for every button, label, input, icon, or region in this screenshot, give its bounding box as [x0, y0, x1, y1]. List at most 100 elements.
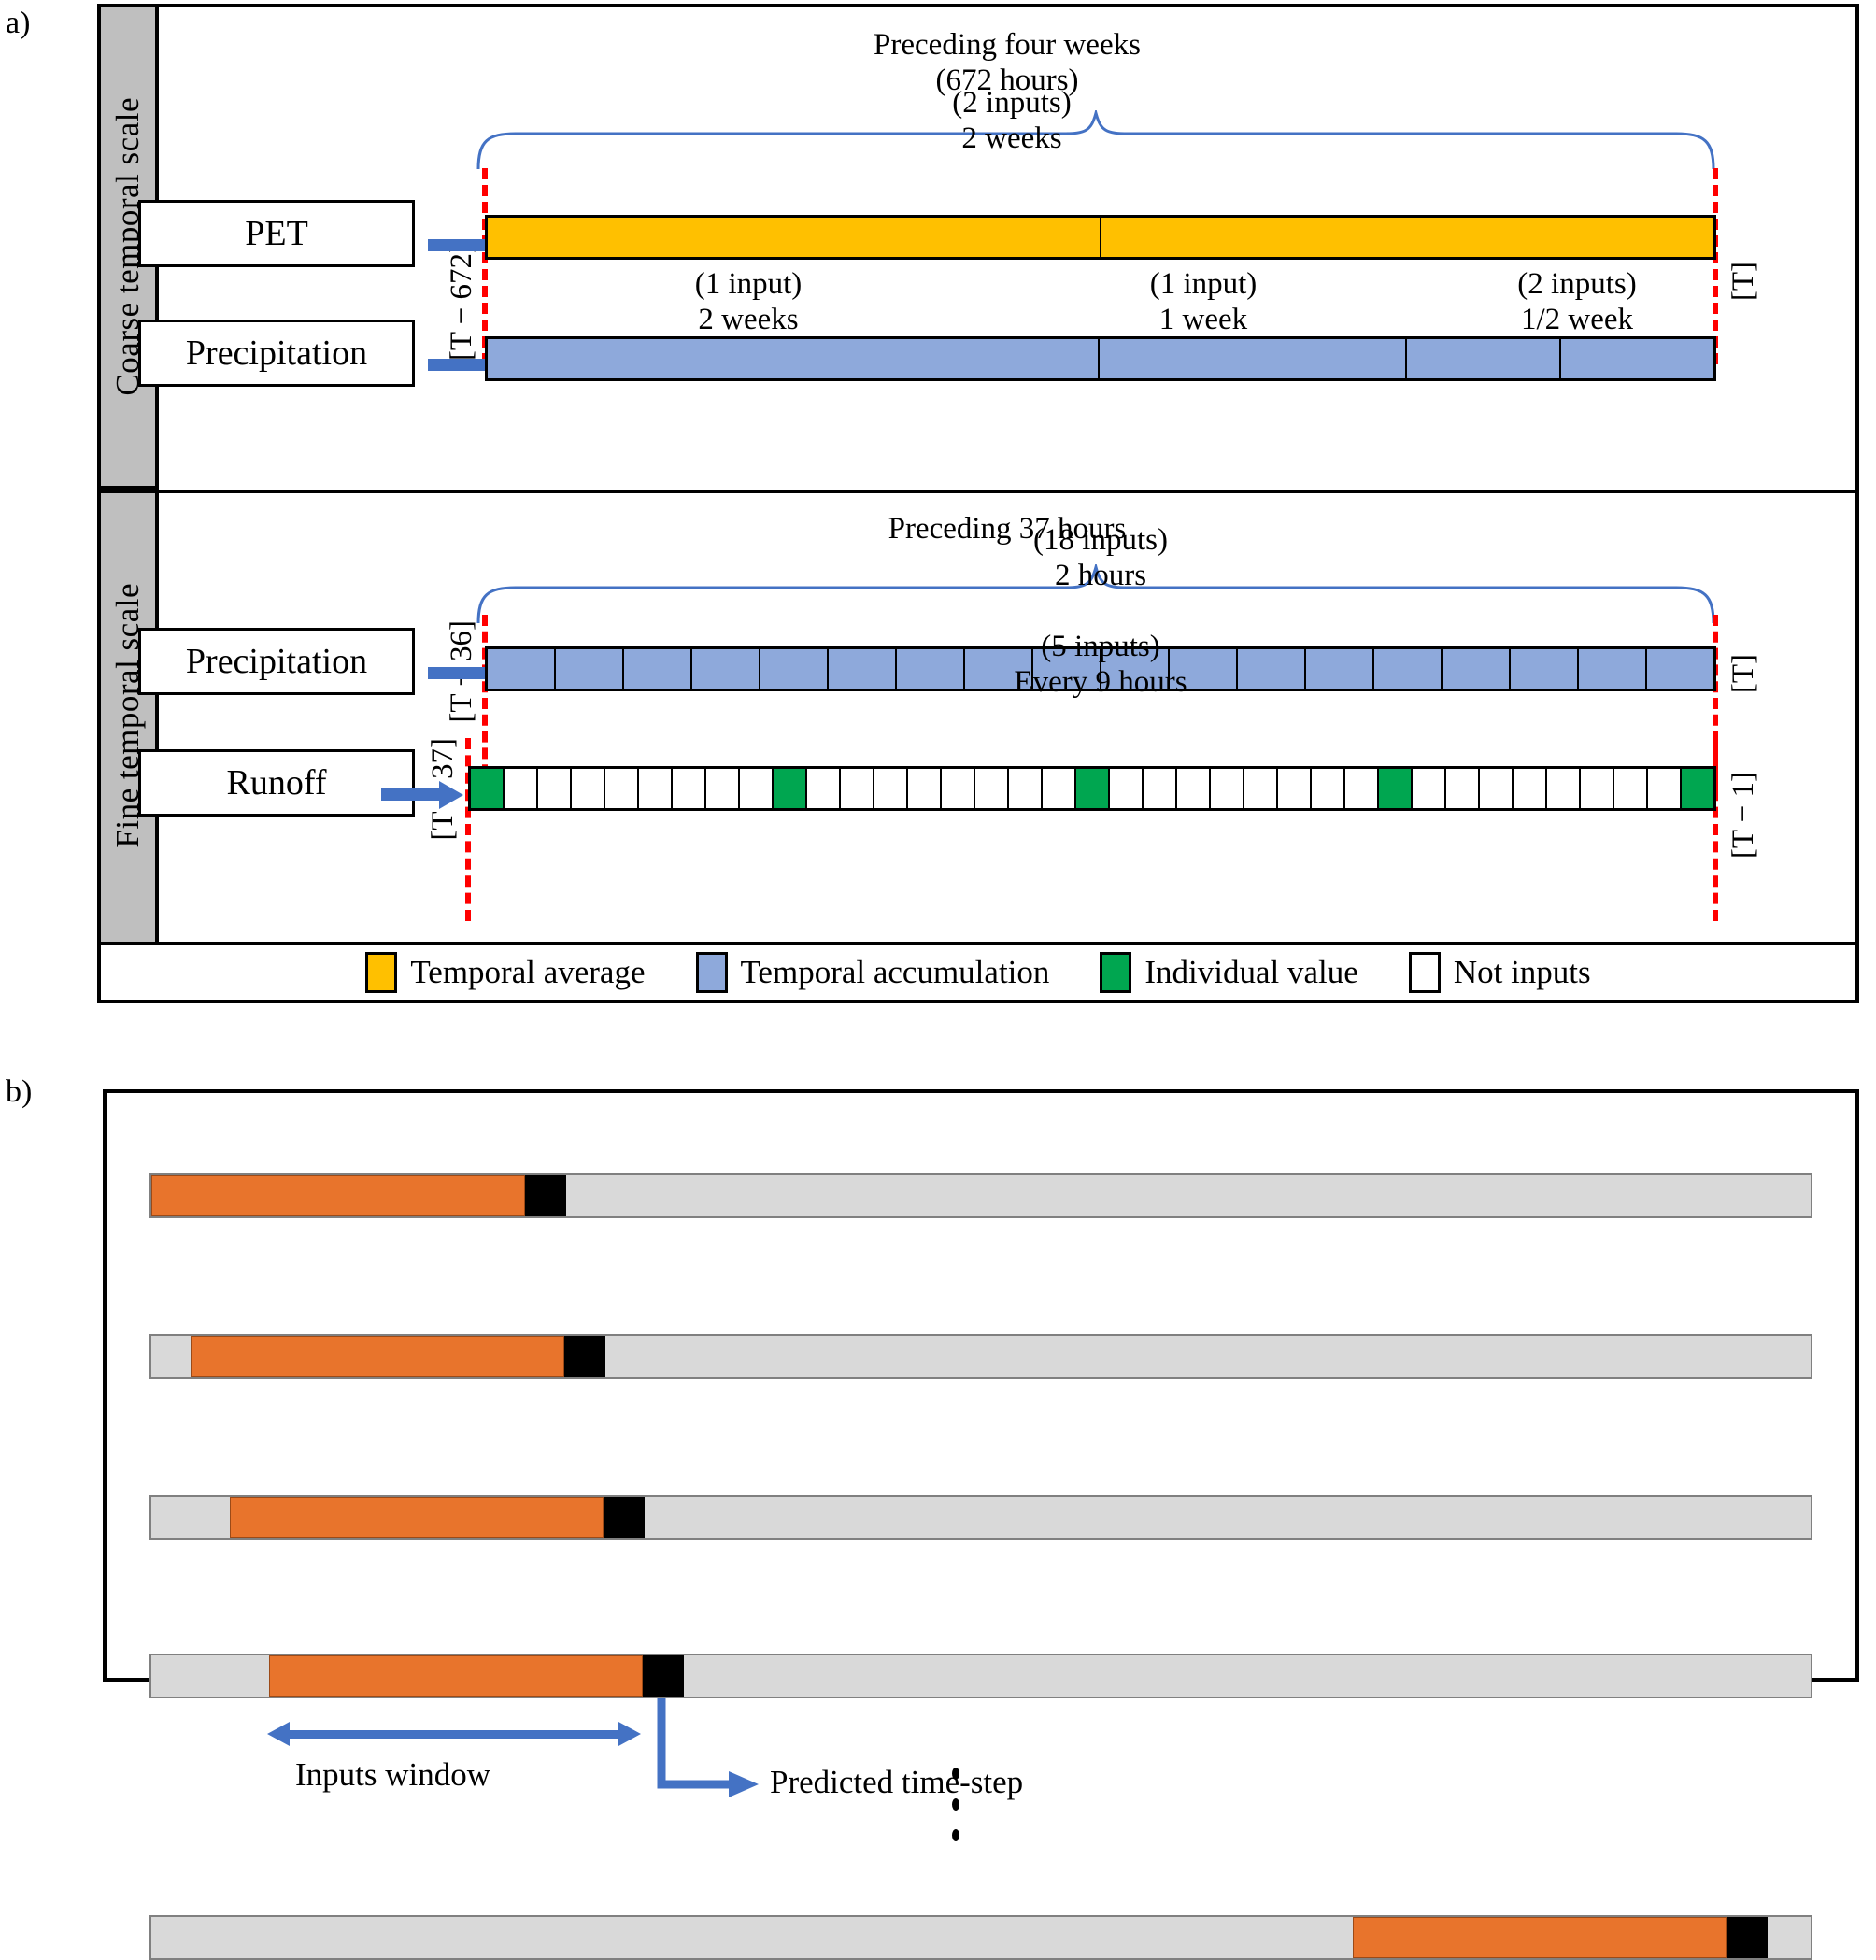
runoff-cell-input [471, 769, 505, 808]
precipitation-fine-cell [829, 649, 897, 689]
precip-coarse-segment [488, 339, 1100, 378]
runoff-cell-empty [1278, 769, 1312, 808]
individual-value-swatch [1100, 952, 1132, 993]
pet-annotation-inputs: (2 inputs) [952, 86, 1072, 120]
coarse-window-brace [476, 110, 1715, 170]
fine-temporal-scale-strip: Fine temporal scale [101, 490, 159, 945]
precipitation-coarse-bar [485, 336, 1716, 381]
variable-box-runoff-label: Runoff [226, 763, 327, 802]
inputs-window-label: Inputs window [295, 1756, 491, 1793]
precipitation-fine-cell [1306, 649, 1374, 689]
runoff-cell-empty [1345, 769, 1379, 808]
runoff-cell-empty [1244, 769, 1278, 808]
timeline-track [149, 1173, 1812, 1218]
fine-precip-right-tick-label: [T] [1727, 654, 1760, 694]
precip-coarse-ann3-span: 1/2 week [1520, 302, 1634, 336]
runoff-annotation: (5 inputs) Every 9 hours [914, 630, 1287, 700]
precipitation-fine-cell [692, 649, 760, 689]
pet-annotation-span: 2 weeks [961, 121, 1062, 155]
variable-box-pet[interactable]: PET [138, 200, 415, 267]
precipitation-fine-cell [760, 649, 829, 689]
variable-box-precipitation-fine-label: Precipitation [185, 642, 368, 681]
precipitation-fine-cell [488, 649, 556, 689]
precipitation-fine-cell [1170, 649, 1238, 689]
precipitation-fine-cell [965, 649, 1033, 689]
predicted-timestep-block [643, 1655, 684, 1697]
variable-box-runoff[interactable]: Runoff [138, 749, 415, 817]
precipitation-fine-cell [1374, 649, 1443, 689]
predicted-timestep-label: Predicted time-step [770, 1764, 1024, 1800]
coarse-left-boundary-dash [482, 168, 488, 364]
pet-bar [485, 215, 1716, 260]
legend-item: Individual value [1100, 952, 1358, 993]
precip-coarse-segment [1407, 339, 1561, 378]
runoff-cell-input [1379, 769, 1413, 808]
runoff-cell-empty [1514, 769, 1547, 808]
coarse-window-title-block: Preceding four weeks (672 hours) [680, 28, 1334, 98]
variable-box-precipitation-coarse[interactable]: Precipitation [138, 320, 415, 387]
runoff-cell-empty [639, 769, 673, 808]
legend-item-label: Temporal average [410, 954, 646, 990]
precipitation-fine-cell [624, 649, 692, 689]
precipitation-fine-cell [1647, 649, 1713, 689]
runoff-cell-input [1682, 769, 1713, 808]
precipitation-fine-cell [1238, 649, 1306, 689]
runoff-cell-empty [1480, 769, 1514, 808]
runoff-right-tick-label: [T − 1] [1727, 772, 1760, 859]
fine-window-title: Preceding 37 hours [888, 512, 1127, 546]
runoff-cell-empty [1009, 769, 1043, 808]
runoff-cell-empty [1446, 769, 1480, 808]
precip-coarse-segment [1100, 339, 1407, 378]
runoff-cell-empty [1144, 769, 1177, 808]
fine-precip-annotation: (18 inputs) 2 hours [942, 523, 1259, 593]
timeline-track [149, 1915, 1812, 1960]
predicted-timestep-block [564, 1336, 605, 1377]
precip-coarse-annotation-3: (2 inputs) 1/2 week [1437, 267, 1717, 337]
runoff-cell-empty [1581, 769, 1614, 808]
fine-window-title-block: Preceding 37 hours [746, 512, 1269, 547]
runoff-cell-input [774, 769, 807, 808]
runoff-cell-empty [975, 769, 1009, 808]
precip-coarse-segment [1561, 339, 1713, 378]
precip-coarse-ann2-span: 1 week [1158, 302, 1248, 336]
panel-b-label: b) [6, 1074, 33, 1109]
predicted-timestep-block [525, 1175, 566, 1216]
pet-bar-segment [488, 218, 1101, 257]
runoff-right-dash [1713, 738, 1718, 921]
runoff-cell-empty [841, 769, 874, 808]
precip-coarse-ann3-inputs: (2 inputs) [1517, 267, 1637, 301]
runoff-cell-empty [1413, 769, 1446, 808]
variable-box-precipitation-fine[interactable]: Precipitation [138, 628, 415, 695]
precipitation-fine-cell [897, 649, 965, 689]
legend-item-label: Individual value [1144, 954, 1358, 990]
panel-a-coarse-and-fine-scale-diagram: Coarse temporal scale Fine temporal scal… [97, 4, 1859, 1003]
fine-precip-left-dash [482, 615, 488, 792]
coarse-right-boundary-dash [1713, 168, 1718, 364]
fine-window-brace [476, 564, 1715, 624]
runoff-cell-empty [673, 769, 706, 808]
runoff-cell-empty [572, 769, 605, 808]
coarse-right-tick-label: [T] [1727, 262, 1760, 302]
timeline-track [149, 1334, 1812, 1379]
legend-item: Not inputs [1408, 952, 1591, 993]
fine-precip-right-dash [1713, 615, 1718, 792]
precip-coarse-annotation-2: (1 input) 1 week [1063, 267, 1343, 337]
precip-coarse-annotation-1: (1 input) 2 weeks [594, 267, 902, 337]
inputs-window-block [230, 1497, 604, 1538]
precipitation-fine-cell [1579, 649, 1647, 689]
fine-precip-ann-span: 2 hours [1054, 558, 1147, 592]
runoff-ann-inputs: (5 inputs) [1041, 630, 1160, 663]
precip-coarse-ann1-span: 2 weeks [698, 302, 799, 336]
runoff-cell-empty [505, 769, 538, 808]
timeline-track [149, 1654, 1812, 1698]
timeline-track [149, 1495, 1812, 1540]
runoff-cell-empty [1614, 769, 1648, 808]
pet-annotation: (2 inputs) 2 weeks [858, 86, 1166, 156]
precip-coarse-ann2-inputs: (1 input) [1149, 267, 1258, 301]
temporal-average-swatch [365, 952, 398, 993]
predicted-timestep-block [1727, 1917, 1768, 1958]
runoff-cell-empty [1211, 769, 1244, 808]
precipitation-fine-cell [1101, 649, 1170, 689]
runoff-cell-empty [874, 769, 908, 808]
